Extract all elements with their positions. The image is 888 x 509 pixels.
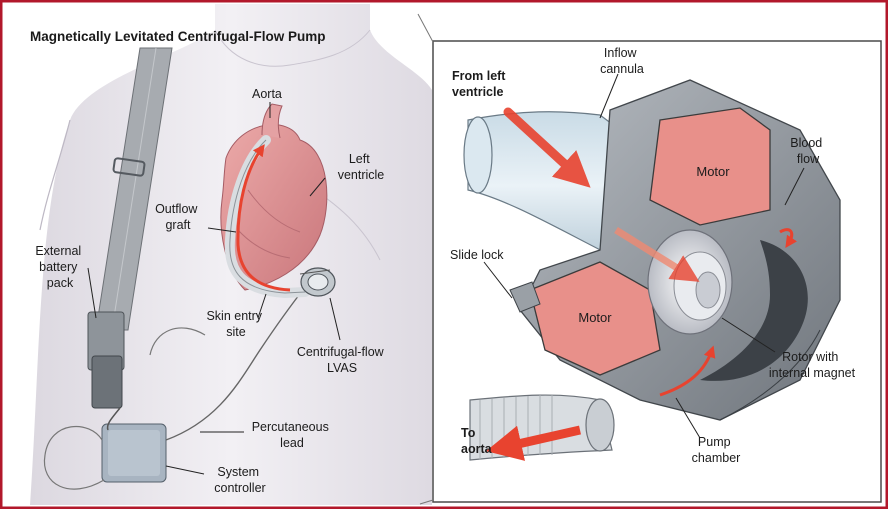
label-aorta: Aorta xyxy=(252,87,282,101)
left-panel: Magnetically Levitated Centrifugal-Flow … xyxy=(4,4,436,505)
label-motor-top: Motor xyxy=(696,164,730,179)
right-panel: From left ventricle Inflow cannula Blood… xyxy=(418,14,881,504)
label-motor-bottom: Motor xyxy=(578,310,612,325)
label-slide-lock: Slide lock xyxy=(450,248,504,262)
diagram-title: Magnetically Levitated Centrifugal-Flow … xyxy=(30,29,326,44)
